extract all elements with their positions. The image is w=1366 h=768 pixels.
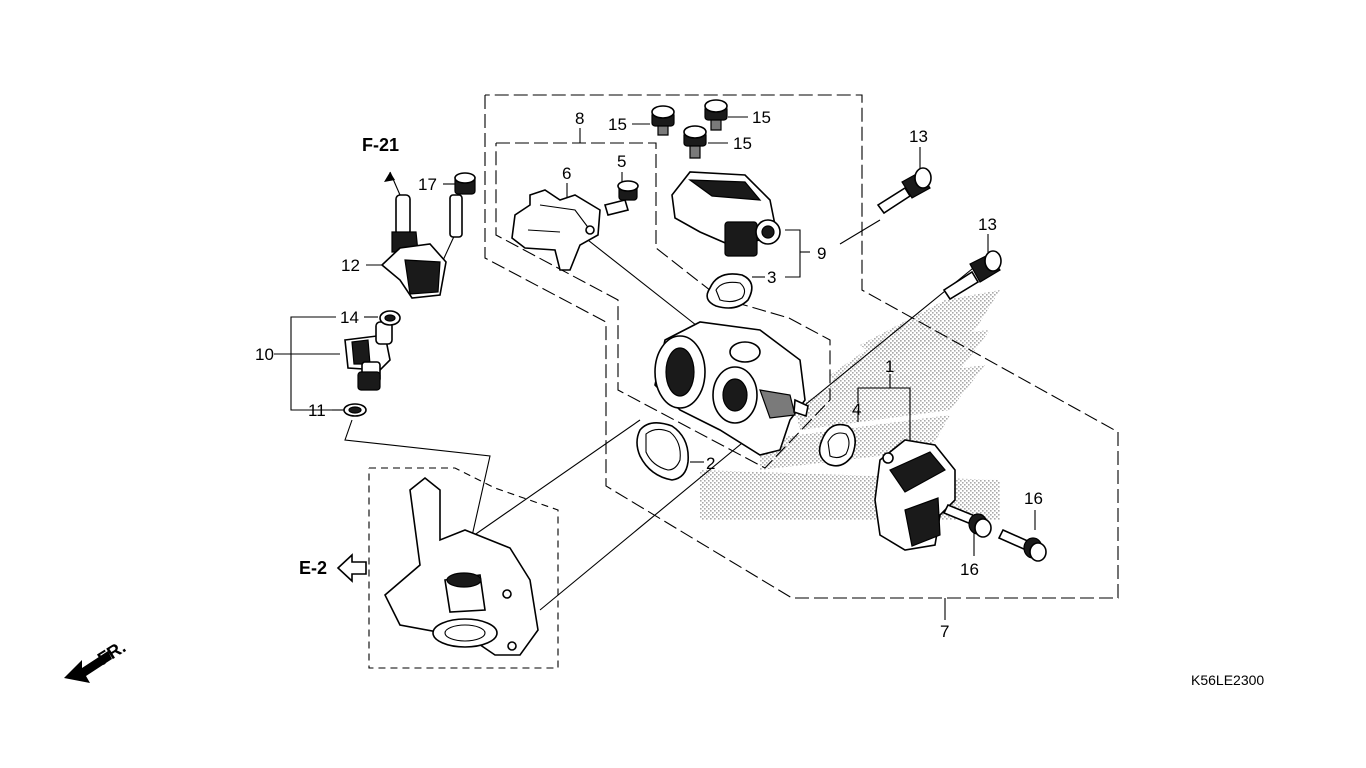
callout-11: 11 xyxy=(308,401,326,420)
part-6-bracket xyxy=(511,189,601,271)
part-5-screw xyxy=(603,180,639,216)
part-12-injector-holder xyxy=(380,171,447,299)
callout-6: 6 xyxy=(562,164,571,183)
callout-15b: 15 xyxy=(752,108,771,127)
callout-16a: 16 xyxy=(960,560,979,579)
part-9-sensor-housing xyxy=(671,171,781,257)
part-16-screw-b xyxy=(997,528,1047,562)
callout-16b: 16 xyxy=(1024,489,1043,508)
callout-13b: 13 xyxy=(978,215,997,234)
part-15-screw-b xyxy=(704,99,728,131)
part-1-sensor-unit xyxy=(874,439,956,551)
callout-17: 17 xyxy=(418,175,437,194)
part-13-bolt-a xyxy=(876,167,932,215)
part-13-bolt-b xyxy=(942,250,1002,301)
part-10-injector xyxy=(344,321,393,391)
part-11-seal xyxy=(343,403,367,417)
callout-4: 4 xyxy=(852,400,861,419)
leader-lines xyxy=(274,116,1036,620)
part-15-screw-a xyxy=(651,105,675,136)
callout-12: 12 xyxy=(341,256,360,275)
part-15-screw-c xyxy=(683,125,707,159)
callout-15a: 15 xyxy=(608,115,627,134)
reference-f21[interactable]: F-21 xyxy=(362,135,399,155)
part-17-bolt xyxy=(449,172,476,238)
intake-manifold xyxy=(384,476,539,656)
diagram-code: K56LE2300 xyxy=(1191,672,1264,688)
callout-13a: 13 xyxy=(909,127,928,146)
reference-e2[interactable]: E-2 xyxy=(299,558,327,578)
part-16-screw-a xyxy=(942,503,992,538)
part-4-o-ring xyxy=(818,423,856,467)
callout-labels: 1 2 3 4 5 6 7 8 9 10 11 12 13 13 14 15 1… xyxy=(255,108,1043,641)
callout-5: 5 xyxy=(617,152,626,171)
throttle-body xyxy=(654,321,809,456)
callout-9: 9 xyxy=(817,244,826,263)
callout-3: 3 xyxy=(767,268,776,287)
front-direction-arrow xyxy=(64,651,112,683)
callout-15c: 15 xyxy=(733,134,752,153)
assembly-outlines xyxy=(368,94,1119,669)
callout-2: 2 xyxy=(706,454,715,473)
part-3-gasket xyxy=(706,273,753,309)
callout-14: 14 xyxy=(340,308,359,327)
callout-8: 8 xyxy=(575,109,584,128)
e2-reference-arrow xyxy=(336,553,367,583)
part-14-seal xyxy=(379,310,401,326)
callout-7: 7 xyxy=(940,622,949,641)
callout-10: 10 xyxy=(255,345,274,364)
callout-1: 1 xyxy=(885,357,894,376)
part-2-gasket xyxy=(636,422,689,481)
